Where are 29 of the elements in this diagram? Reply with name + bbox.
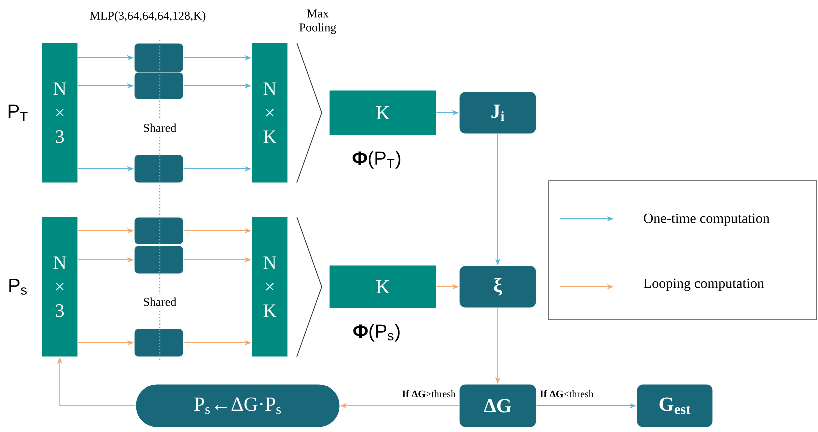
feature-box: K (329, 265, 437, 309)
side-label: P$_{T}$ (8, 104, 28, 122)
feature-box: K (329, 90, 437, 136)
feature-column: N × 3 (42, 42, 78, 184)
process-box: ΔG (459, 384, 537, 428)
feature-column: N × K (252, 216, 288, 358)
mlp-box (134, 217, 184, 245)
edge-label: If ΔG<thresh (539, 389, 595, 399)
annotation: Max Pooling (300, 10, 336, 34)
edge-label: If ΔG>thresh (401, 389, 457, 399)
mlp-box (134, 72, 184, 100)
process-box: J$_{i}$ (459, 92, 537, 134)
feature-column: N × K (252, 42, 288, 184)
legend-text: One-time computation (644, 214, 770, 226)
side-label: Φ(P$_{T}$) (352, 151, 401, 169)
mlp-box (134, 328, 184, 358)
annotation: Shared (144, 298, 177, 306)
mlp-box (134, 43, 184, 73)
side-label: P$_{s}$ (10, 279, 27, 295)
side-label: Φ(P$_{s}$) (354, 324, 400, 342)
process-box: G$_{est}$ (636, 384, 714, 428)
legend-text: Looping computation (644, 278, 764, 292)
process-box: ξ (459, 266, 537, 308)
annotation: MLP(3,64,64,64,128,K) (90, 12, 206, 22)
mlp-box (134, 154, 184, 184)
mlp-box (134, 246, 184, 274)
feature-column: N × 3 (42, 216, 78, 358)
annotation: Shared (144, 124, 177, 132)
update-box: P$_{s}$←ΔG·P$_{s}$ (136, 384, 340, 428)
